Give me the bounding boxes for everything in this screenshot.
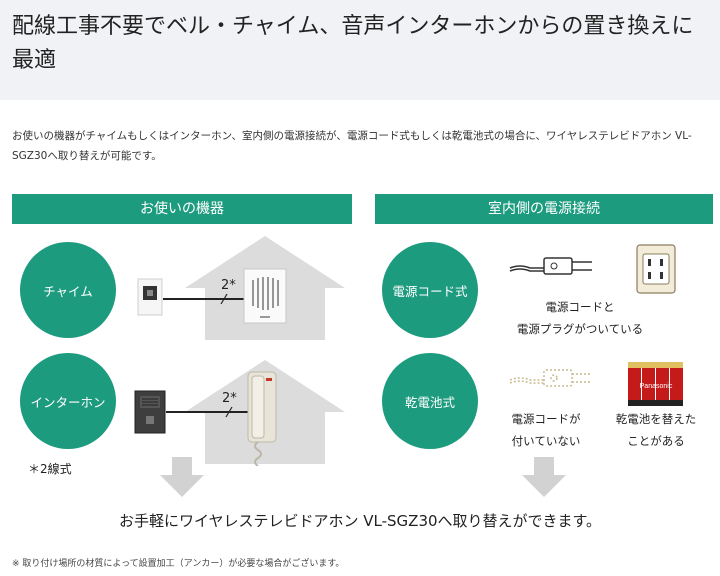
intercom-wire-label: 2* [222, 391, 237, 406]
conclusion-text: お手軽にワイヤレステレビドアホン VL-SGZ30へ取り替えができます。 [118, 512, 602, 530]
left-down-arrow [160, 457, 204, 497]
chime-wire-label: 2* [221, 278, 236, 293]
power-plug-icon [509, 257, 592, 275]
wall-outlet-icon [636, 244, 676, 294]
battery-caption: 乾電池を替えた ことがある [606, 408, 706, 452]
intercom-label: インターホン [30, 394, 106, 410]
battery-caption-line2: ことがある [627, 434, 685, 448]
intro-line1: お使いの機器がチャイムもしくはインターホン、室内側の電源接続が、電源コード式もし… [12, 130, 692, 142]
chime-speaker-icon [243, 268, 287, 324]
battery-brand-text: Panasonic [640, 383, 673, 390]
power-cord-label: 電源コード式 [392, 283, 468, 299]
battery-pack-icon: Panasonic [628, 362, 683, 406]
page-title-line2: 最適 [12, 48, 57, 73]
intercom-circle: インターホン [20, 353, 116, 449]
chime-button-icon [137, 278, 163, 316]
right-down-arrow [522, 457, 566, 497]
page-title-line1: 配線工事不要でベル・チャイム、音声インターホンからの置き換えに [12, 14, 694, 39]
intercom-handset-icon [247, 371, 277, 466]
power-connection-banner: 室内側の電源接続 [375, 194, 713, 224]
chime-circle: チャイム [20, 242, 116, 338]
devices-banner: お使いの機器 [12, 194, 352, 224]
page-header: 配線工事不要でベル・チャイム、音声インターホンからの置き換えに 最適 [0, 0, 720, 100]
nocord-caption-line1: 電源コードが [511, 412, 581, 426]
power-cord-circle: 電源コード式 [382, 242, 478, 338]
cord-caption-line1: 電源コードと [545, 300, 615, 314]
nocord-caption-line2: 付いていない [511, 434, 581, 448]
footnote-text: ※ 取り付け場所の材質によって設置加工（アンカー）が必要な場合がございます。 [12, 559, 345, 569]
battery-circle: 乾電池式 [382, 353, 478, 449]
nocord-caption: 電源コードが 付いていない [496, 408, 596, 452]
chime-label: チャイム [43, 283, 93, 299]
page-title: 配線工事不要でベル・チャイム、音声インターホンからの置き換えに 最適 [12, 10, 712, 78]
battery-label: 乾電池式 [404, 394, 455, 410]
two-wire-note: ＊2線式 [28, 462, 72, 476]
intro-text: お使いの機器がチャイムもしくはインターホン、室内側の電源接続が、電源コード式もし… [12, 126, 712, 166]
battery-caption-line1: 乾電池を替えた [615, 412, 697, 426]
cord-caption: 電源コードと 電源プラグがついている [500, 296, 660, 340]
no-cord-plug-icon [509, 369, 592, 387]
chime-wire [163, 293, 245, 305]
intercom-door-station-icon [134, 390, 166, 434]
cord-caption-line2: 電源プラグがついている [516, 322, 644, 336]
intercom-wire [166, 406, 248, 418]
intro-line2: SGZ30へ取り替えが可能です。 [12, 150, 162, 162]
